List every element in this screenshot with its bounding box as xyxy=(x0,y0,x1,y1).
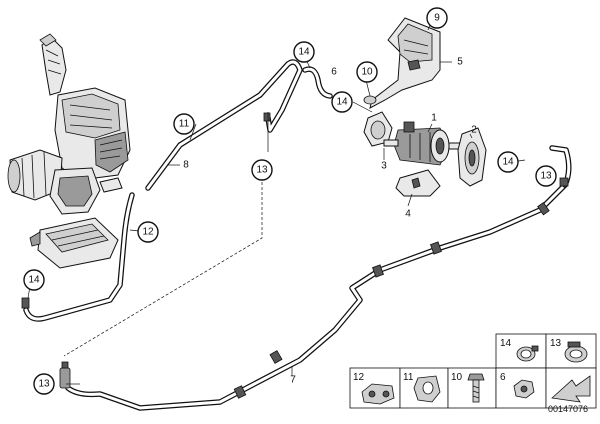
label-1: 1 xyxy=(431,113,437,124)
hose-8 xyxy=(145,59,303,191)
callout-14-mid: 14 xyxy=(331,91,353,113)
legend-14-label: 14 xyxy=(500,338,512,349)
callout-14-left: 14 xyxy=(23,269,45,291)
label-5: 5 xyxy=(457,57,463,68)
label-2: 2 xyxy=(471,125,477,136)
band-clamp-icon xyxy=(564,341,588,363)
hose-6 xyxy=(302,66,333,99)
label-7: 7 xyxy=(290,375,296,386)
grommet-10 xyxy=(363,95,377,105)
legend-grid: 14 13 12 11 10 xyxy=(349,333,597,414)
legend-10-label: 10 xyxy=(451,372,463,383)
callout-9: 9 xyxy=(426,7,448,29)
callout-13-mid: 13 xyxy=(251,159,273,181)
callout-13-right-text: 13 xyxy=(540,171,552,182)
callout-13-right: 13 xyxy=(535,165,557,187)
callout-13-bottom-text: 13 xyxy=(38,379,50,390)
callout-14-mid-text: 14 xyxy=(336,97,348,108)
label-8: 8 xyxy=(183,160,189,171)
pump-1 xyxy=(363,111,487,197)
callout-14-top-text: 14 xyxy=(298,47,310,58)
callout-10-text: 10 xyxy=(361,67,373,78)
hose-7 xyxy=(59,145,572,411)
legend-12-label: 12 xyxy=(353,372,365,383)
label-6: 6 xyxy=(331,67,337,78)
callout-11: 11 xyxy=(173,113,195,135)
heater-assembly xyxy=(7,33,131,269)
nut-icon xyxy=(513,379,535,399)
legend-13-label: 13 xyxy=(550,338,562,349)
callout-13-mid-text: 13 xyxy=(256,165,268,176)
hose-12 xyxy=(21,192,135,322)
leader-lines xyxy=(27,19,555,385)
callout-10: 10 xyxy=(356,61,378,83)
callout-13-bottom: 13 xyxy=(33,373,55,395)
hose-clamp-icon xyxy=(516,345,539,362)
arrow-icon xyxy=(551,375,591,403)
label-4: 4 xyxy=(405,209,411,220)
callout-14-top: 14 xyxy=(293,41,315,63)
callout-14-left-text: 14 xyxy=(28,275,40,286)
legend-6-label: 6 xyxy=(500,372,506,383)
callout-11-text: 11 xyxy=(179,119,190,130)
callout-12-text: 12 xyxy=(142,227,154,238)
callout-14-right-text: 14 xyxy=(502,157,514,168)
bolt-icon xyxy=(467,373,485,403)
callout-12: 12 xyxy=(137,221,159,243)
pipe-clip-icon xyxy=(413,375,441,403)
callout-9-text: 9 xyxy=(434,13,440,24)
double-clip-icon xyxy=(361,383,395,405)
label-3: 3 xyxy=(381,161,387,172)
bracket-5 xyxy=(369,17,441,109)
diagram-reference-number: 00147076 xyxy=(548,404,588,414)
legend-11-label: 11 xyxy=(403,372,414,383)
callout-14-right: 14 xyxy=(497,151,519,173)
